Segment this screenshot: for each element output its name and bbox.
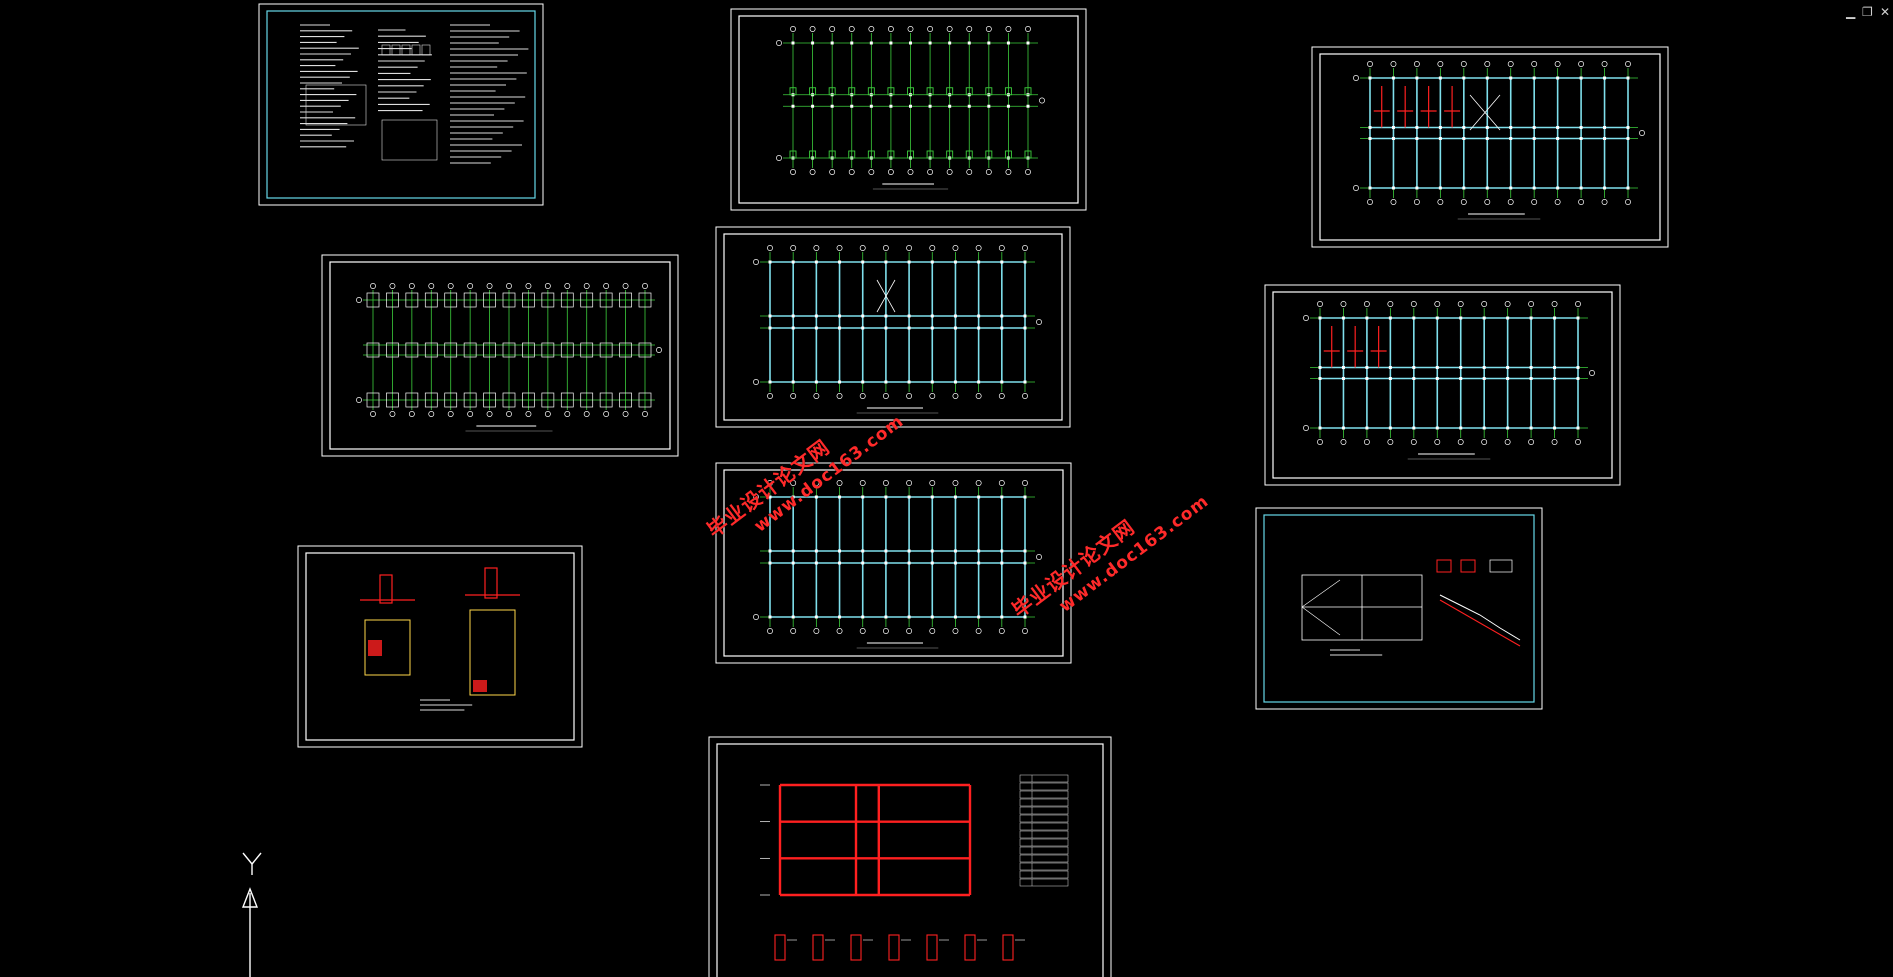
ucs-icon — [241, 852, 262, 977]
sheet-foundation-detail[interactable] — [297, 545, 583, 748]
sheet-design-notes[interactable] — [258, 3, 544, 206]
sheet-stair-detail[interactable] — [1255, 507, 1543, 710]
restore-icon[interactable]: ❐ — [1862, 5, 1873, 19]
sheet-floor-beam-plan[interactable] — [715, 226, 1071, 428]
minimize-icon[interactable]: ▁ — [1846, 5, 1856, 19]
sheet-foundation-plan[interactable] — [321, 254, 679, 457]
close-icon[interactable]: ✕ — [1880, 5, 1891, 19]
sheet-second-beam-plan[interactable] — [715, 462, 1072, 664]
sheet-column-plan[interactable] — [730, 8, 1087, 211]
sheet-roof-beam-plan[interactable] — [1311, 46, 1669, 248]
sheet-frame-elevation[interactable] — [708, 736, 1112, 977]
sheet-slab-plan[interactable] — [1264, 284, 1621, 486]
